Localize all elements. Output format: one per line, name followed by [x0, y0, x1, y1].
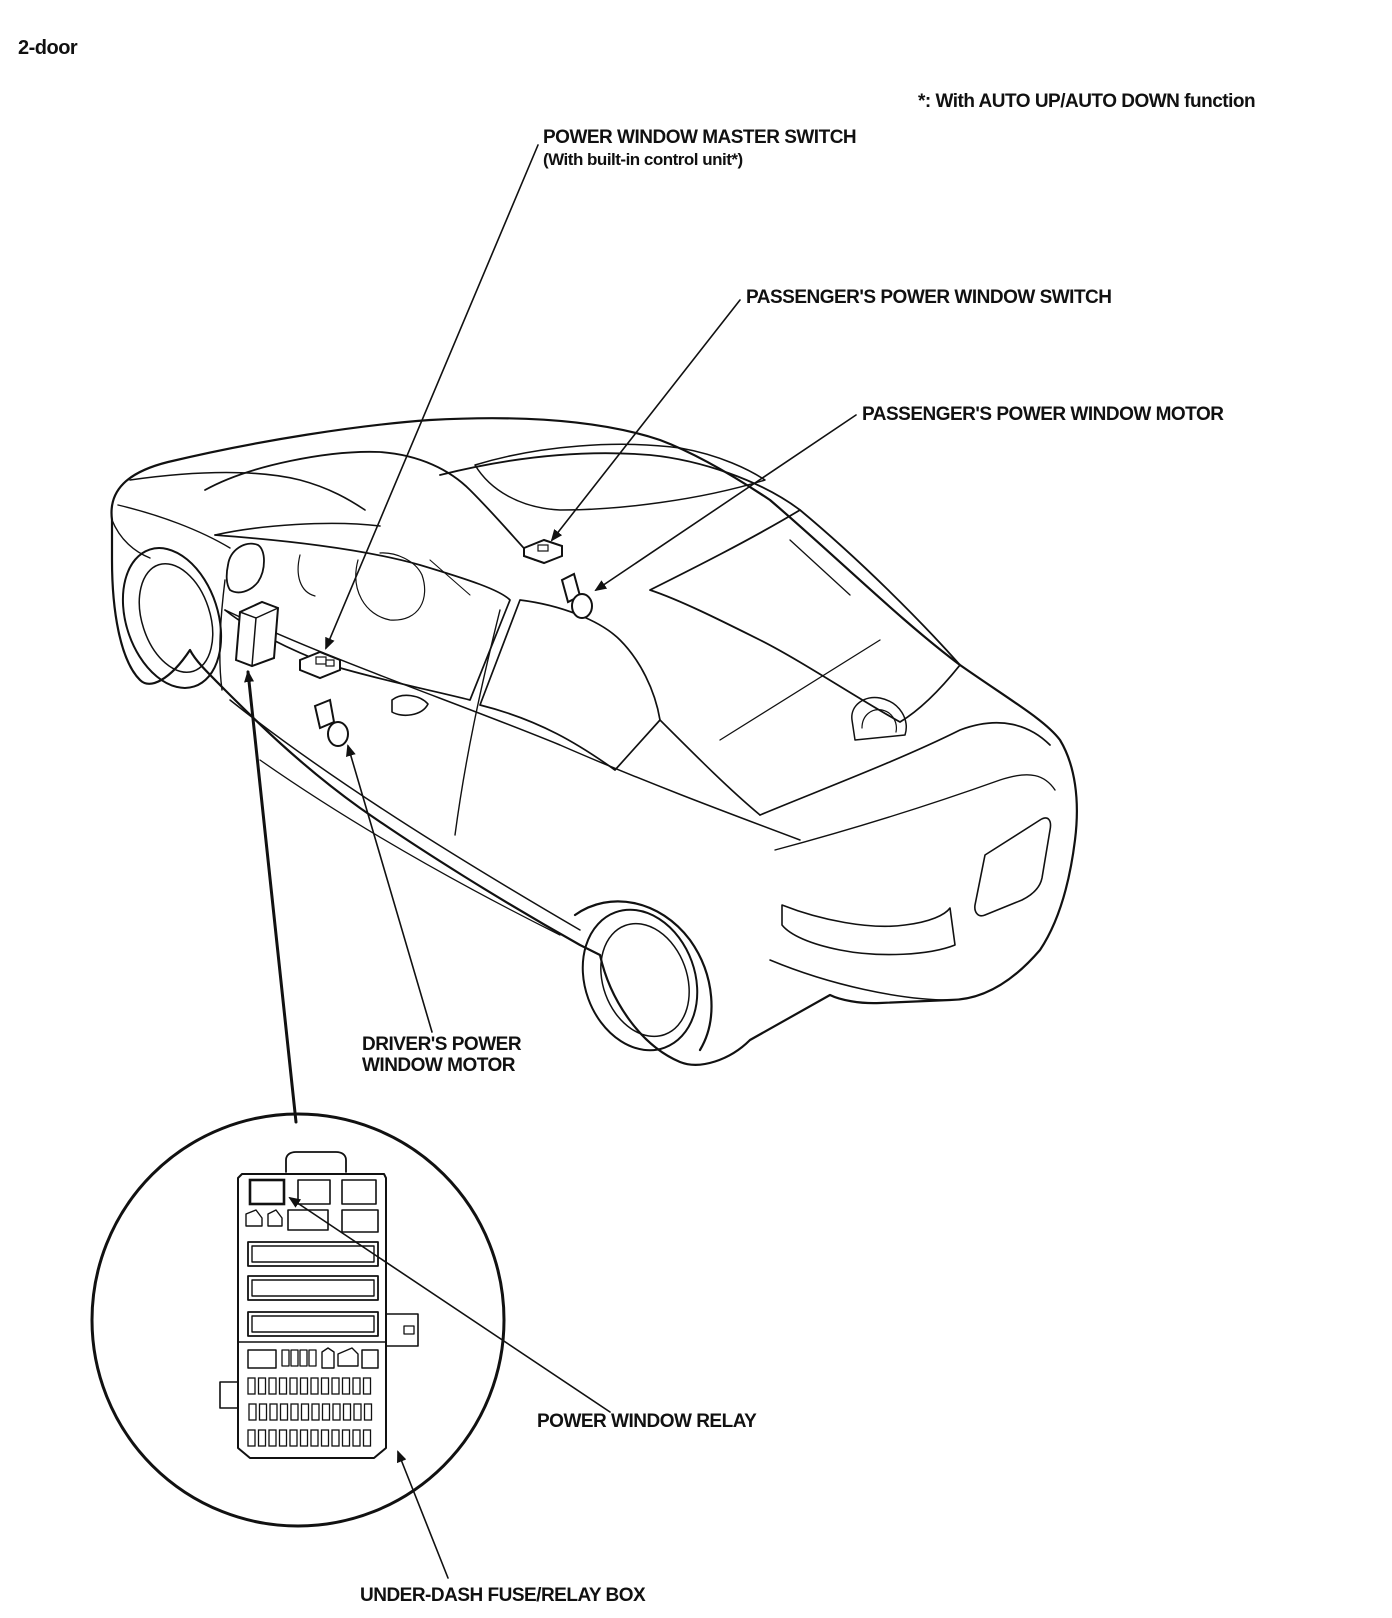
passenger-switch-component [523, 538, 563, 565]
fuse-grid [247, 1377, 373, 1447]
label-relay: POWER WINDOW RELAY [537, 1411, 757, 1432]
fuse-slot [342, 1403, 352, 1421]
leader-fuse-box-to-car [244, 670, 298, 1124]
power-window-relay [248, 1178, 286, 1206]
fuse-slot [257, 1429, 267, 1447]
fuse-box-on-car [234, 600, 280, 668]
fuse-slot [362, 1377, 372, 1395]
label-master-switch-note: (With built-in control unit*) [543, 150, 743, 169]
leader-passenger-motor [594, 414, 857, 592]
fuse-slot [268, 1429, 277, 1447]
fuse-slot [289, 1377, 298, 1395]
label-passenger-switch: PASSENGER'S POWER WINDOW SWITCH [746, 287, 1112, 308]
label-driver-motor-1: DRIVER'S POWER [362, 1034, 522, 1055]
label-master-switch: POWER WINDOW MASTER SWITCH [543, 127, 857, 148]
fuse-slot [310, 1429, 319, 1447]
label-passenger-motor: PASSENGER'S POWER WINDOW MOTOR [862, 404, 1224, 425]
fuse-slot [268, 1377, 277, 1395]
fuse-slot [278, 1377, 288, 1395]
rear-wheel [573, 900, 713, 1052]
fuse-slot [247, 1377, 256, 1395]
leader-driver-motor [346, 744, 433, 1033]
fuse-slot [269, 1403, 278, 1421]
fuse-slot [332, 1403, 341, 1421]
label-fuse-box: UNDER-DASH FUSE/RELAY BOX [360, 1585, 646, 1606]
fuse-slot [363, 1403, 373, 1421]
fuse-slot [331, 1429, 340, 1447]
fuse-slot [290, 1403, 299, 1421]
fuse-slot [257, 1377, 267, 1395]
fuse-slot [278, 1429, 288, 1447]
leader-lines [244, 144, 857, 1579]
fuse-slot [299, 1377, 309, 1395]
fuse-slot [289, 1429, 298, 1447]
driver-motor-component [313, 698, 349, 747]
leader-passenger-switch [550, 299, 741, 542]
leader-relay [288, 1196, 611, 1413]
fuse-slot [321, 1403, 331, 1421]
fuse-slot [331, 1377, 340, 1395]
fuse-slot [341, 1429, 351, 1447]
passenger-motor-component [560, 572, 593, 619]
fuse-slot [300, 1403, 310, 1421]
fuse-slot [320, 1429, 330, 1447]
fuse-slot [299, 1429, 309, 1447]
fuse-slot [341, 1377, 351, 1395]
fuse-slot [362, 1429, 372, 1447]
fuse-slot [352, 1429, 361, 1447]
fuse-relay-box-detail [219, 1151, 419, 1459]
fuse-slot [248, 1403, 257, 1421]
fuse-slot [279, 1403, 289, 1421]
fuse-slot [258, 1403, 268, 1421]
leader-fuse-box [397, 1450, 449, 1579]
fuse-slot [310, 1377, 319, 1395]
fuse-slot [247, 1429, 256, 1447]
fuse-slot [320, 1377, 330, 1395]
page-title: 2-door [18, 37, 78, 59]
fuse-box-detail-circle [90, 1112, 506, 1528]
leader-master-switch [325, 144, 539, 650]
fuse-slot [311, 1403, 320, 1421]
label-driver-motor-2: WINDOW MOTOR [362, 1055, 516, 1076]
master-switch-component [299, 650, 341, 680]
front-wheel [121, 547, 223, 689]
fuse-slot [352, 1377, 361, 1395]
footnote: *: With AUTO UP/AUTO DOWN function [918, 91, 1256, 112]
fuse-slot [353, 1403, 362, 1421]
